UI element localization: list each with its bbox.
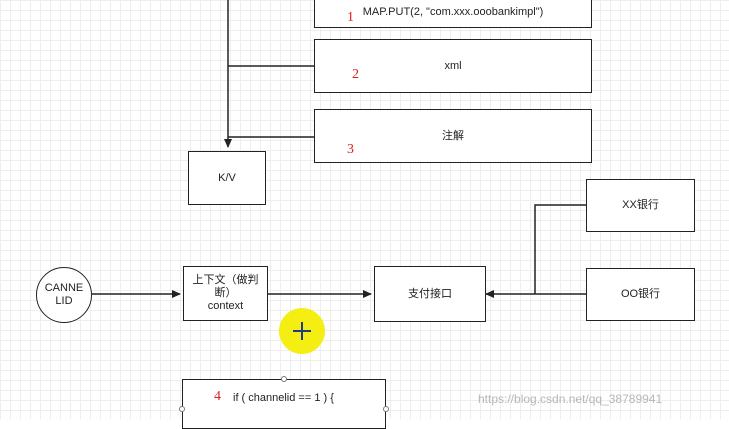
step-number-2: 2	[352, 67, 359, 82]
payment-interface-label: 支付接口	[408, 287, 452, 300]
oo-bank-box[interactable]: OO银行	[586, 268, 695, 321]
selection-handle-left[interactable]	[179, 406, 185, 412]
xx-to-payment-connector	[534, 204, 586, 294]
xx-bank-label: XX银行	[622, 199, 659, 211]
step-number-1: 1	[347, 10, 354, 25]
selection-handle-right[interactable]	[383, 406, 389, 412]
map-put-label: MAP.PUT(2, "com.xxx.ooobankimpl")	[362, 5, 544, 18]
connector-lines	[92, 0, 586, 298]
xml-box[interactable]: xml	[314, 39, 592, 93]
payment-interface-box[interactable]: 支付接口	[374, 266, 486, 322]
channel-id-label: CANNE LID	[44, 282, 84, 307]
channel-id-node[interactable]: CANNE LID	[36, 267, 92, 323]
add-node-button[interactable]	[279, 308, 325, 354]
plus-icon	[293, 322, 311, 340]
annotation-box[interactable]: 注解	[314, 109, 592, 163]
map-put-box[interactable]: MAP.PUT(2, "com.xxx.ooobankimpl")	[314, 0, 592, 28]
context-box[interactable]: 上下文（做判 断） context	[183, 266, 268, 321]
kv-box[interactable]: K/V	[188, 151, 266, 205]
if-condition-label: if ( channelid == 1 ) {	[233, 392, 334, 404]
step-number-4: 4	[214, 389, 221, 404]
xx-bank-box[interactable]: XX银行	[586, 179, 695, 232]
selection-handle-top[interactable]	[281, 376, 287, 382]
kv-label: K/V	[218, 171, 236, 184]
watermark-text: https://blog.csdn.net/qq_38789941	[478, 392, 663, 406]
step-number-3: 3	[347, 142, 354, 157]
annotation-label: 注解	[442, 129, 464, 142]
oo-bank-label: OO银行	[620, 288, 661, 300]
xml-label: xml	[444, 59, 462, 72]
if-condition-box[interactable]: if ( channelid == 1 ) {	[182, 379, 386, 429]
context-label: 上下文（做判 断） context	[192, 274, 259, 312]
